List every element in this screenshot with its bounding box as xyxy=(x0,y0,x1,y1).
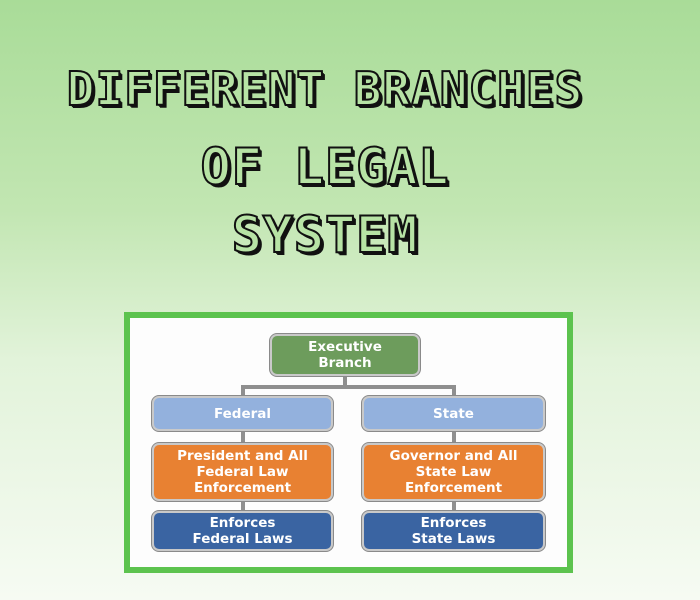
connector-horizontal xyxy=(241,385,456,389)
executive-branch-box: Executive Branch xyxy=(270,334,420,376)
connector-federal-3 xyxy=(241,500,245,512)
title-line-1: DIFFERENT BRANCHES xyxy=(66,61,584,117)
state-role-box: Enforces State Laws xyxy=(362,511,545,551)
title-line-3: SYSTEM xyxy=(231,205,419,265)
connector-state-2 xyxy=(452,430,456,444)
connector-federal-2 xyxy=(241,430,245,444)
title-line-2: OF LEGAL xyxy=(200,137,450,197)
state-box: State xyxy=(362,396,545,431)
connector-root xyxy=(343,375,347,387)
federal-authority-box: President and All Federal Law Enforcemen… xyxy=(152,443,333,501)
state-authority-box: Governor and All State Law Enforcement xyxy=(362,443,545,501)
federal-role-box: Enforces Federal Laws xyxy=(152,511,333,551)
connector-state-3 xyxy=(452,500,456,512)
connector-federal xyxy=(241,385,245,397)
org-chart-frame: Executive Branch Federal State President… xyxy=(124,312,573,573)
federal-box: Federal xyxy=(152,396,333,431)
connector-state xyxy=(452,385,456,397)
